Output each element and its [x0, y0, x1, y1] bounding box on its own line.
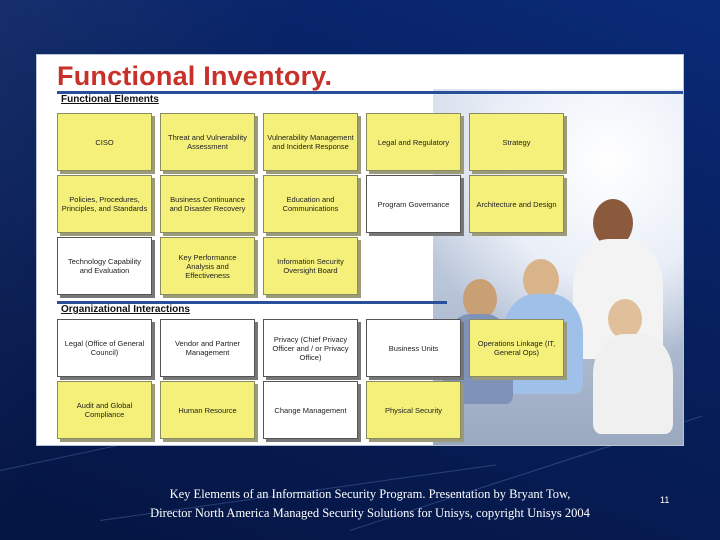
slide-caption: Key Elements of an Information Security …	[70, 485, 670, 523]
diagram-box: Operations Linkage (IT, General Ops)	[469, 319, 564, 377]
functional-elements-label: Functional Elements	[61, 94, 159, 105]
diagram-box: Architecture and Design	[469, 175, 564, 233]
diagram-box: Vendor and Partner Management	[160, 319, 255, 377]
caption-line: Key Elements of an Information Security …	[169, 487, 571, 501]
content-panel: Functional Inventory. Functional Element…	[36, 54, 684, 446]
diagram-box: Threat and Vulnerability Assessment	[160, 113, 255, 171]
diagram-box: Business Units	[366, 319, 461, 377]
diagram-box: CISO	[57, 113, 152, 171]
photo-person	[593, 334, 673, 434]
diagram-box: Program Governance	[366, 175, 461, 233]
photo-person	[463, 279, 497, 319]
diagram-box: Change Management	[263, 381, 358, 439]
caption-line: Director North America Managed Security …	[150, 506, 590, 520]
diagram-box: Human Resource	[160, 381, 255, 439]
diagram-box: Vulnerability Management and Incident Re…	[263, 113, 358, 171]
page-title: Functional Inventory.	[57, 61, 333, 91]
section-bar	[57, 301, 447, 304]
organizational-interactions-label: Organizational Interactions	[61, 304, 190, 315]
diagram-box: Physical Security	[366, 381, 461, 439]
diagram-box: Strategy	[469, 113, 564, 171]
diagram-box: Privacy (Chief Privacy Officer and / or …	[263, 319, 358, 377]
diagram-box: Information Security Oversight Board	[263, 237, 358, 295]
diagram-box: Legal and Regulatory	[366, 113, 461, 171]
diagram-box: Education and Communications	[263, 175, 358, 233]
photo-person	[608, 299, 642, 339]
section-bar	[57, 91, 683, 94]
diagram-box: Technology Capability and Evaluation	[57, 237, 152, 295]
diagram-box: Business Continuance and Disaster Recove…	[160, 175, 255, 233]
diagram-box: Legal (Office of General Council)	[57, 319, 152, 377]
diagram-box: Key Performance Analysis and Effectivene…	[160, 237, 255, 295]
diagram-box: Audit and Global Compliance	[57, 381, 152, 439]
page-number: 11	[660, 495, 670, 505]
diagram-box: Policies, Procedures, Principles, and St…	[57, 175, 152, 233]
